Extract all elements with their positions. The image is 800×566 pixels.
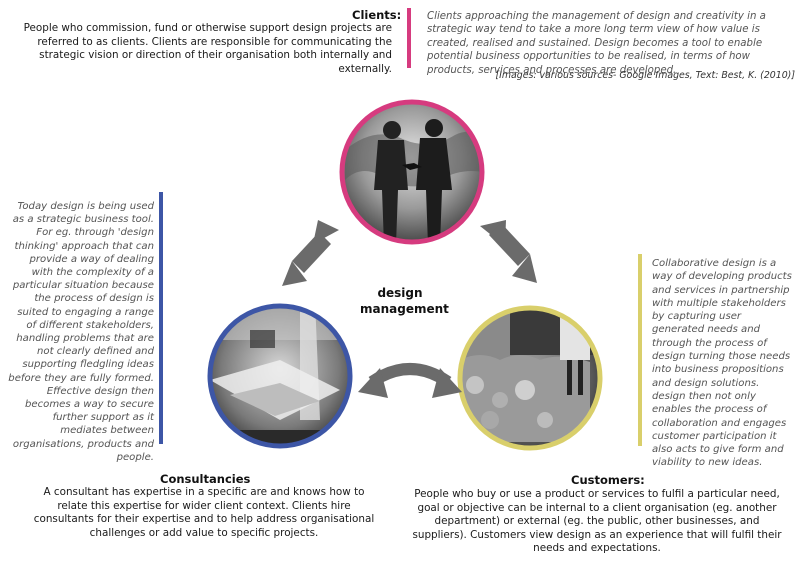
customers-heading: Customers: bbox=[571, 473, 645, 487]
consultancies-heading: Consultancies bbox=[160, 472, 251, 486]
citation: [Images: various sources- Google Images,… bbox=[495, 70, 795, 81]
center-label-line2: management bbox=[360, 302, 449, 316]
consultancies-ring bbox=[207, 303, 353, 449]
consultancies-description: A consultant has expertise in a specific… bbox=[33, 486, 375, 539]
customers-ring bbox=[457, 305, 603, 451]
clients-accent-bar bbox=[407, 8, 411, 68]
clients-image bbox=[339, 99, 485, 245]
clients-strategic-note: Clients approaching the management of de… bbox=[427, 11, 766, 76]
consultancies-image bbox=[207, 303, 353, 449]
clients-description: People who commission, fund or otherwise… bbox=[23, 22, 392, 75]
customers-description: People who buy or use a product or servi… bbox=[412, 488, 782, 555]
clients-heading: Clients: bbox=[352, 8, 402, 22]
arrow-clients-consultancies bbox=[282, 220, 339, 286]
arrow-clients-customers bbox=[480, 220, 537, 283]
customers-image bbox=[457, 305, 603, 451]
center-label: design management bbox=[360, 285, 449, 317]
center-label-line1: design bbox=[377, 286, 423, 300]
customers-collaborative-note: Collaborative design is a way of develop… bbox=[652, 258, 792, 469]
consultancies-accent-bar bbox=[159, 192, 163, 444]
clients-ring bbox=[339, 99, 485, 245]
consultancies-strategic-note: Today design is being used as a strategi… bbox=[8, 201, 154, 463]
arrow-consultancies-customers bbox=[358, 363, 462, 398]
arrows bbox=[282, 220, 537, 398]
customers-accent-bar bbox=[638, 254, 642, 446]
